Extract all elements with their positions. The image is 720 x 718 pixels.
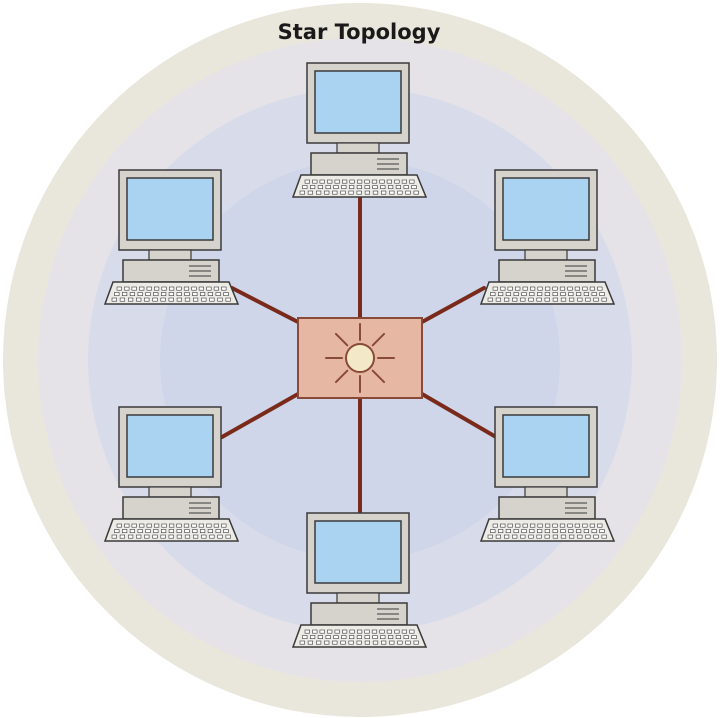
workstation-bottom — [291, 512, 428, 648]
hub-starburst-icon — [325, 323, 395, 393]
workstation-upper-right — [479, 169, 616, 305]
diagram-title: Star Topology — [278, 20, 441, 44]
desktop-computer-icon — [479, 169, 616, 305]
desktop-computer-icon — [103, 406, 240, 542]
link-upper-left — [230, 286, 300, 324]
desktop-computer-icon — [291, 512, 428, 648]
link-upper-right — [420, 286, 486, 324]
workstation-lower-right — [479, 406, 616, 542]
desktop-computer-icon — [479, 406, 616, 542]
hub — [297, 317, 423, 399]
workstations — [103, 62, 616, 648]
workstation-top — [291, 62, 428, 198]
workstation-lower-left — [103, 406, 240, 542]
link-lower-left — [220, 392, 300, 439]
link-lower-right — [420, 392, 498, 439]
workstation-upper-left — [103, 169, 240, 305]
network-links — [220, 196, 498, 515]
desktop-computer-icon — [103, 169, 240, 305]
desktop-computer-icon — [291, 62, 428, 198]
